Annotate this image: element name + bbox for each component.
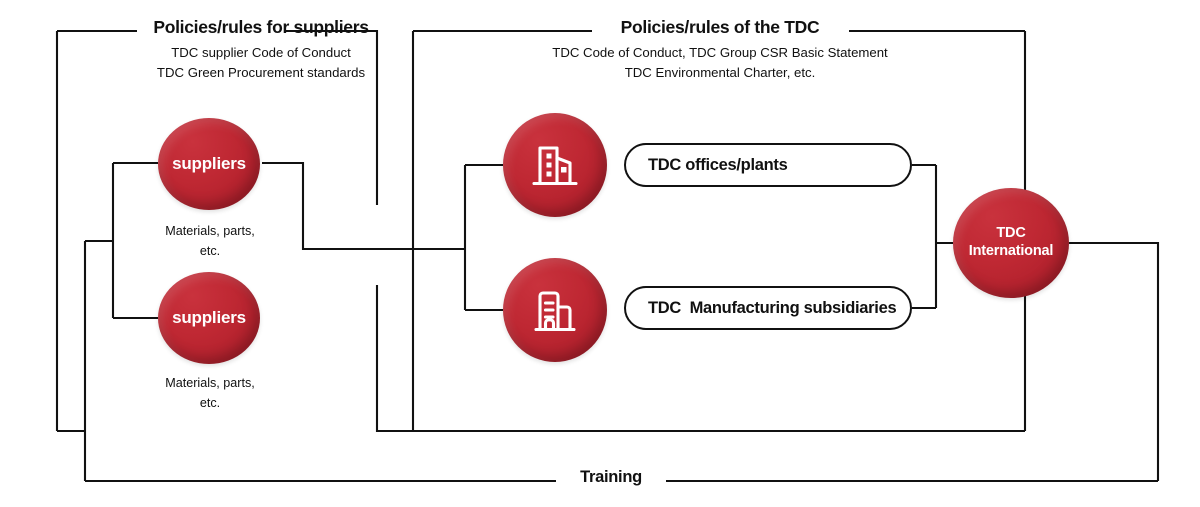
- right-policies-line2: TDC Environmental Charter, etc.: [624, 65, 816, 81]
- tdc-international-output: [1069, 241, 1160, 481]
- tdc-international-line1: TDC: [996, 225, 1026, 242]
- right-policies-line1: TDC Code of Conduct, TDC Group CSR Basic…: [552, 45, 888, 61]
- tdc-offices-pill-label: TDC offices/plants: [648, 155, 788, 174]
- training-label: Training: [556, 468, 666, 487]
- left-section-right-top: [360, 29, 379, 205]
- supplier-node-1-label: suppliers: [172, 153, 246, 173]
- supplier-node-2-label: suppliers: [172, 307, 246, 327]
- supplier-2-caption: Materials, parts, etc.: [165, 376, 255, 410]
- supplier-1-caption: Materials, parts, etc.: [165, 224, 255, 258]
- factory-building-icon: [527, 284, 583, 336]
- tdc-manufacturing-icon-node[interactable]: [503, 258, 607, 362]
- left-policies-line2: TDC Green Procurement standards: [156, 65, 366, 81]
- left-policies-header: Policies/rules for suppliers TDC supplie…: [96, 17, 426, 83]
- left-policies-line1: TDC supplier Code of Conduct: [171, 45, 351, 61]
- tdc-offices-pill[interactable]: TDC offices/plants: [624, 143, 912, 187]
- office-building-icon: [527, 139, 583, 191]
- left-policies-title: Policies/rules for suppliers: [153, 17, 369, 37]
- supplier-node-1[interactable]: suppliers: [158, 118, 260, 210]
- tdc-international-line2: International: [968, 243, 1054, 259]
- right-policies-header: Policies/rules of the TDC TDC Code of Co…: [500, 17, 940, 83]
- tdc-international-node[interactable]: TDC International: [953, 188, 1069, 298]
- tdc-international-label: TDC International: [968, 225, 1054, 260]
- supplier-output-line: [262, 161, 465, 251]
- left-section-right-bottom: [375, 285, 413, 433]
- tdc-offices-icon-node[interactable]: [503, 113, 607, 217]
- supplier-node-2[interactable]: suppliers: [158, 272, 260, 364]
- right-policies-title: Policies/rules of the TDC: [620, 17, 820, 37]
- tdc-manufacturing-pill-label: TDC Manufacturing subsidiaries: [648, 298, 897, 317]
- tdc-manufacturing-pill[interactable]: TDC Manufacturing subsidiaries: [624, 286, 912, 330]
